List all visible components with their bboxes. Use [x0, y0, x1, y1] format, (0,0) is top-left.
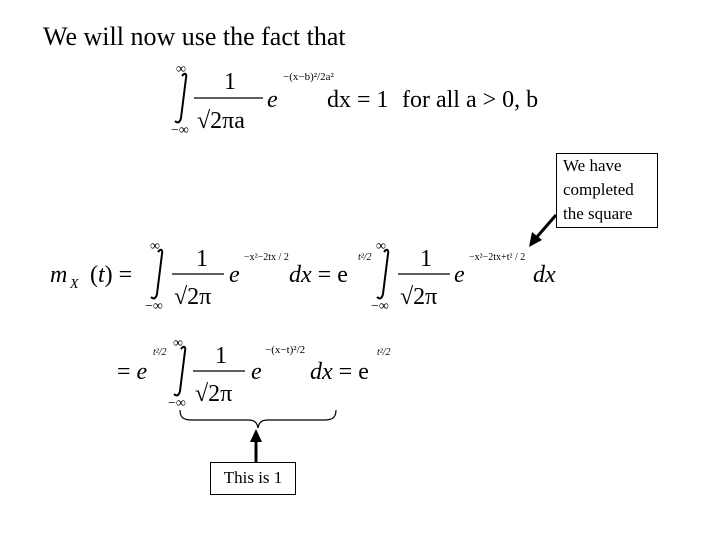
mgf2-denominator: √2π — [195, 381, 232, 407]
fact-lower-limit: −∞ — [171, 123, 189, 138]
fact-condition: for all a > 0, b — [402, 87, 538, 113]
mgf2-numerator: 1 — [215, 343, 227, 369]
fact-numerator: 1 — [224, 69, 236, 95]
mgf-numerator-2: 1 — [420, 246, 432, 272]
arrow-head — [529, 232, 542, 247]
mgf-e: e — [229, 262, 240, 288]
underbrace — [179, 409, 337, 429]
mgf-lhs: m — [50, 262, 67, 288]
mgf-equation-line2: = e t²/2 ∞ −∞ 1 √2π e −(x−t)²/2 dx = e t… — [117, 336, 391, 411]
fact-exponent: −(x−b)²/2a² — [283, 71, 334, 83]
mgf2-t-squared-over-2-end: t²/2 — [377, 347, 391, 358]
fact-e: e — [267, 87, 278, 113]
callout-line: completed — [563, 180, 634, 199]
callout-line: the square — [563, 204, 633, 223]
integral-sign — [376, 248, 390, 300]
mgf2-prefix: = e — [117, 359, 148, 385]
mgf2-end: dx = e — [310, 359, 369, 385]
callout-line: We have — [563, 156, 622, 175]
mgf-equation-line1: m X (t) = ∞ −∞ 1 √2π e −x²−2tx / 2 dx = … — [50, 239, 556, 314]
integral-sign — [173, 345, 187, 397]
mgf-end: dx — [533, 262, 556, 288]
slide-title: We will now use the fact that — [43, 22, 346, 51]
mgf2-lower-limit: −∞ — [168, 396, 186, 411]
callout-this-is-one: This is 1 — [210, 462, 296, 495]
arrow-head — [250, 429, 262, 442]
fact-upper-limit: ∞ — [176, 62, 186, 77]
arrow-this-is-one — [250, 429, 262, 462]
gaussian-integral-fact: ∞ −∞ 1 √2πa e −(x−b)²/2a² dx = 1 for all… — [171, 62, 538, 138]
mgf-numerator: 1 — [196, 246, 208, 272]
mgf-denominator-2: √2π — [400, 284, 437, 310]
mgf-lhs-t: (t) = — [90, 262, 132, 288]
integral-sign — [174, 72, 188, 124]
mgf-lower-limit: −∞ — [145, 299, 163, 314]
mgf-lower-limit-2: −∞ — [371, 299, 389, 314]
mgf-denominator: √2π — [174, 284, 211, 310]
mgf-t-squared-over-2: t²/2 — [358, 252, 372, 263]
mgf-exponent-first: −x²−2tx / 2 — [244, 252, 289, 263]
arrow-shaft — [534, 214, 558, 239]
arrow-completed-square — [529, 214, 558, 247]
mgf2-e: e — [251, 359, 262, 385]
mgf-upper-limit-2: ∞ — [376, 239, 386, 254]
mgf2-upper-limit: ∞ — [173, 336, 183, 351]
underbrace-path — [179, 409, 337, 429]
mgf-e-2: e — [454, 262, 465, 288]
mgf2-exponent: −(x−t)²/2 — [265, 344, 305, 356]
fact-rhs: dx = 1 — [327, 87, 389, 113]
mgf2-t-squared-over-2: t²/2 — [153, 347, 167, 358]
mgf-middle: dx = e — [289, 262, 348, 288]
mgf-exponent-second: −x²−2tx+t² / 2 — [469, 252, 525, 263]
integral-sign — [150, 248, 164, 300]
callout-completed-square: We have completed the square — [556, 153, 658, 228]
mgf-upper-limit: ∞ — [150, 239, 160, 254]
mgf-subscript: X — [69, 277, 79, 292]
fact-denominator: √2πa — [197, 108, 245, 134]
